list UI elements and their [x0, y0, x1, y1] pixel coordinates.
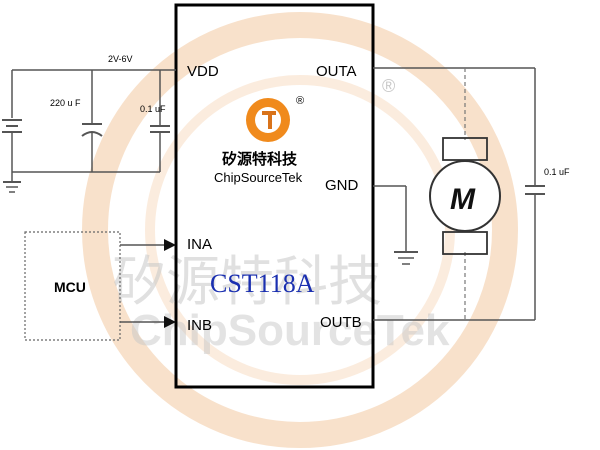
motor-icon: M — [429, 68, 501, 320]
mcu-signal-lines — [120, 239, 176, 328]
supply-circuit — [2, 69, 176, 193]
watermark-brand-cn: 矽源特科技 — [112, 250, 382, 313]
logo-brand-en: ChipSourceTek — [214, 170, 303, 185]
decoupling-cap-label: 0.1 uF — [140, 104, 166, 114]
chip-part-number: CST118A — [210, 269, 315, 298]
watermark-inner-ring — [145, 75, 455, 385]
output-circuit — [373, 67, 545, 321]
ina-arrow-icon — [164, 239, 176, 251]
logo: ® 矽源特科技 ChipSourceTek — [214, 95, 304, 185]
pin-ina-label: INA — [187, 236, 212, 253]
motor-cap-label: 0.1 uF — [544, 167, 570, 177]
mcu-block — [24, 231, 121, 341]
chip-body — [174, 3, 375, 389]
pin-gnd-label: GND — [325, 177, 359, 194]
watermark-registered-mark: ® — [382, 76, 395, 96]
mcu-label: MCU — [54, 279, 86, 295]
pin-inb-label: INB — [187, 317, 212, 334]
pin-outb-label: OUTB — [320, 314, 362, 331]
inb-arrow-icon — [164, 316, 176, 328]
supply-voltage-label: 2V-6V — [108, 54, 133, 64]
logo-brand-cn: 矽源特科技 — [222, 150, 298, 168]
watermark-ring — [82, 12, 518, 448]
pin-vdd-label: VDD — [187, 63, 219, 80]
motor-symbol: M — [450, 183, 476, 216]
bulk-cap-label: 220 u F — [50, 98, 81, 108]
logo-registered-mark: ® — [296, 95, 304, 107]
logo-t-icon — [262, 111, 276, 129]
pin-outa-label: OUTA — [316, 63, 357, 80]
watermark-brand-en: ChipSourceTek — [130, 306, 450, 355]
watermark: ® 矽源特科技 ChipSourceTek — [82, 12, 518, 448]
